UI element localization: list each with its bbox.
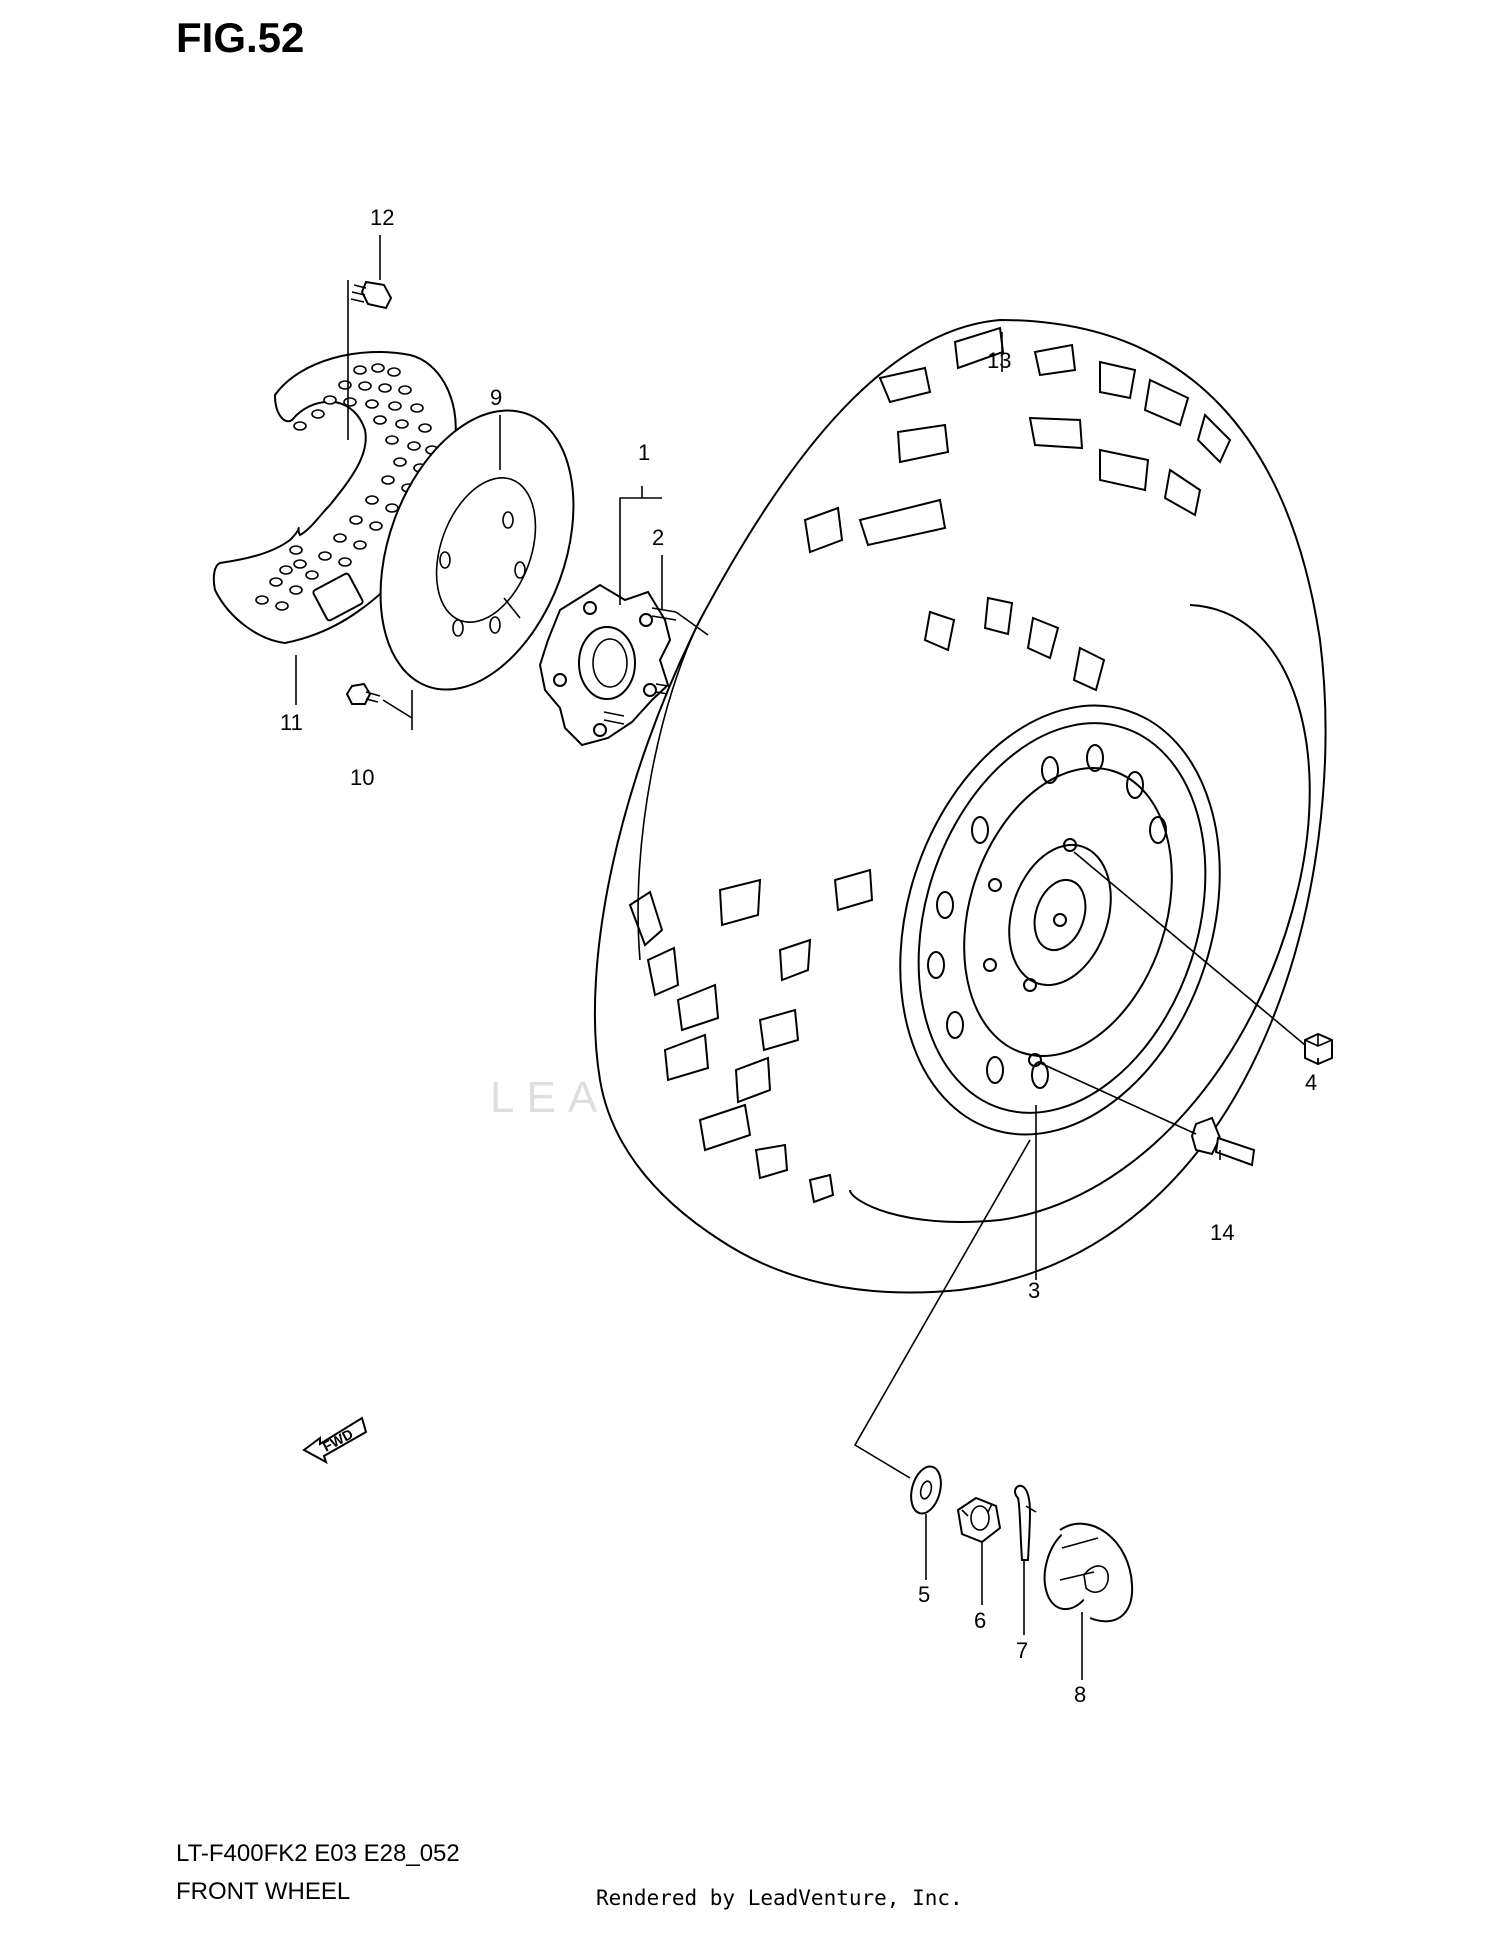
callout-1: 1 bbox=[638, 440, 650, 465]
part-wheel-rim bbox=[899, 704, 1221, 1136]
rendered-by-credit: Rendered by LeadVenture, Inc. bbox=[596, 1886, 963, 1910]
fwd-direction-arrow: FWD bbox=[302, 1416, 368, 1465]
part-valve bbox=[1190, 1116, 1256, 1167]
leader-4 bbox=[1073, 851, 1306, 1046]
disc-cover-holes bbox=[255, 363, 439, 611]
callout-9: 9 bbox=[490, 385, 502, 410]
leader-lines bbox=[295, 235, 1319, 1680]
disc-cover-slot bbox=[312, 572, 364, 622]
part-cotter-pin bbox=[1014, 1484, 1037, 1561]
part-disc-bolt bbox=[345, 682, 381, 705]
fwd-label: FWD bbox=[320, 1426, 356, 1455]
callout-4: 4 bbox=[1305, 1070, 1317, 1095]
part-hub-cap bbox=[1043, 1522, 1134, 1623]
callout-5: 5 bbox=[918, 1582, 930, 1607]
model-code: LT-F400FK2 E03 E28_052 bbox=[176, 1840, 460, 1867]
valve-hole bbox=[1028, 1053, 1042, 1067]
callout-7: 7 bbox=[1016, 1638, 1028, 1663]
leader-1 bbox=[619, 486, 662, 605]
callout-2: 2 bbox=[652, 525, 664, 550]
part-cover-bolt bbox=[350, 280, 393, 310]
part-wheel-nut bbox=[1304, 1032, 1333, 1066]
callout-13: 13 bbox=[987, 348, 1011, 373]
callout-6: 6 bbox=[974, 1608, 986, 1633]
rim-stud-holes bbox=[983, 838, 1077, 992]
callout-12: 12 bbox=[370, 205, 394, 230]
part-castle-nut bbox=[956, 1496, 1002, 1544]
tire-tread-blocks bbox=[628, 326, 1232, 1204]
part-hub bbox=[538, 583, 681, 747]
part-washer bbox=[910, 1465, 942, 1515]
callout-10: 10 bbox=[350, 765, 374, 790]
hub-stud bbox=[651, 607, 677, 621]
callout-labels: 12 9 1 2 11 10 13 4 14 3 5 6 7 8 bbox=[280, 205, 1317, 1707]
figure-title: FIG.52 bbox=[176, 14, 305, 61]
part-brake-disc bbox=[379, 409, 575, 691]
callout-14: 14 bbox=[1210, 1220, 1234, 1245]
leader-hub-line bbox=[853, 1139, 1031, 1479]
section-name: FRONT WHEEL bbox=[176, 1878, 351, 1905]
rim-vent-holes bbox=[927, 744, 1167, 1089]
leader-14 bbox=[1037, 1061, 1197, 1135]
callout-11: 11 bbox=[280, 710, 303, 735]
leader-hub-disc bbox=[675, 611, 709, 636]
leader-10 bbox=[382, 690, 413, 730]
callout-8: 8 bbox=[1074, 1682, 1086, 1707]
callout-3: 3 bbox=[1028, 1278, 1040, 1303]
